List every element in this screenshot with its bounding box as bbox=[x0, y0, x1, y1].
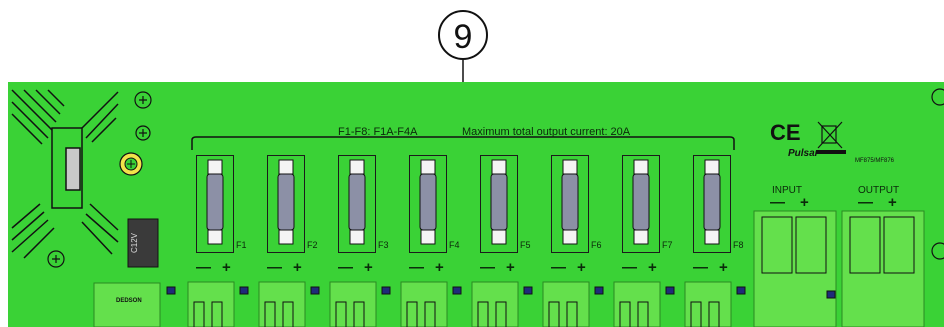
fuse-body bbox=[632, 173, 650, 231]
fuse-label: F1 bbox=[236, 240, 247, 250]
output-terminal bbox=[329, 281, 377, 327]
fuse-cap bbox=[349, 159, 365, 175]
terminal-slots bbox=[690, 301, 720, 327]
model-text: MF875/MF876 bbox=[855, 158, 895, 164]
fuse-cap bbox=[491, 229, 507, 245]
terminal-slots bbox=[335, 301, 365, 327]
output-plus: + bbox=[888, 194, 897, 211]
terminal-slots bbox=[406, 301, 436, 327]
fuse-cap bbox=[562, 229, 578, 245]
callout-number: 9 bbox=[438, 10, 488, 60]
fuse-minus: — bbox=[338, 259, 353, 276]
terminal-slots bbox=[193, 301, 223, 327]
mount-screws bbox=[47, 88, 944, 268]
fuse-body bbox=[419, 173, 437, 231]
weee-icon bbox=[817, 121, 843, 149]
status-led bbox=[665, 286, 675, 295]
fuse-label: F2 bbox=[307, 240, 318, 250]
fuse-plus: + bbox=[293, 259, 302, 276]
status-led bbox=[381, 286, 391, 295]
fuse-label: F8 bbox=[733, 240, 744, 250]
fuse-cap bbox=[633, 229, 649, 245]
output-terminal bbox=[613, 281, 661, 327]
fuse-plus: + bbox=[577, 259, 586, 276]
input-minus: — bbox=[770, 194, 785, 211]
fuse-minus: — bbox=[196, 259, 211, 276]
fuse-cap bbox=[633, 159, 649, 175]
output-terminal bbox=[258, 281, 306, 327]
terminal-slots bbox=[548, 301, 578, 327]
fuse-cap bbox=[491, 159, 507, 175]
status-led bbox=[594, 286, 604, 295]
terminal-slots bbox=[477, 301, 507, 327]
fuse-plus: + bbox=[506, 259, 515, 276]
fuse-minus: — bbox=[267, 259, 282, 276]
max-current-text: Maximum total output current: 20A bbox=[462, 126, 631, 138]
fuse-cap bbox=[704, 229, 720, 245]
output-terminal bbox=[471, 281, 519, 327]
ground-screw bbox=[119, 152, 143, 176]
fuse-cap bbox=[420, 159, 436, 175]
fuse-label: F5 bbox=[520, 240, 531, 250]
fuse-minus: — bbox=[693, 259, 708, 276]
fuse-rating-text: F1-F8: F1A-F4A bbox=[338, 126, 418, 138]
output-minus: — bbox=[858, 194, 873, 211]
fuse-minus: — bbox=[409, 259, 424, 276]
fuse-plus: + bbox=[719, 259, 728, 276]
fuse-label: F3 bbox=[378, 240, 389, 250]
status-led bbox=[523, 286, 533, 295]
fuse-label: F7 bbox=[662, 240, 673, 250]
fuse-cap bbox=[704, 159, 720, 175]
fuse-label: F6 bbox=[591, 240, 602, 250]
status-led bbox=[166, 286, 176, 295]
status-led bbox=[239, 286, 249, 295]
status-led bbox=[736, 286, 746, 295]
ce-mark: CE bbox=[770, 120, 801, 145]
fuse-body bbox=[490, 173, 508, 231]
fuse-cap bbox=[278, 229, 294, 245]
status-led bbox=[826, 290, 836, 299]
fuse-cap bbox=[349, 229, 365, 245]
fuse-body bbox=[561, 173, 579, 231]
fuse-plus: + bbox=[222, 259, 231, 276]
fuse-plus: + bbox=[648, 259, 657, 276]
output-terminal bbox=[400, 281, 448, 327]
fuse-cap bbox=[278, 159, 294, 175]
fuse-plus: + bbox=[364, 259, 373, 276]
pulsar-logo: Pulsar bbox=[788, 148, 819, 159]
input-label: INPUT bbox=[772, 185, 802, 196]
fuse-body bbox=[703, 173, 721, 231]
fuse-label: F4 bbox=[449, 240, 460, 250]
terminal-slots bbox=[264, 301, 294, 327]
fuse-minus: — bbox=[551, 259, 566, 276]
output-terminal bbox=[187, 281, 235, 327]
status-led bbox=[452, 286, 462, 295]
fuse-minus: — bbox=[622, 259, 637, 276]
fuse-cap bbox=[207, 229, 223, 245]
heatsink bbox=[11, 89, 119, 259]
output-terminal bbox=[542, 281, 590, 327]
fuse-group-bracket bbox=[191, 136, 735, 150]
fuse-body bbox=[277, 173, 295, 231]
status-led bbox=[310, 286, 320, 295]
fuse-plus: + bbox=[435, 259, 444, 276]
fuse-cap bbox=[562, 159, 578, 175]
input-plus: + bbox=[800, 194, 809, 211]
fuse-body bbox=[206, 173, 224, 231]
fuse-cap bbox=[207, 159, 223, 175]
output-label: OUTPUT bbox=[858, 185, 900, 196]
fuse-body bbox=[348, 173, 366, 231]
dedson-logo: DEDSON bbox=[116, 298, 142, 304]
terminal-slots bbox=[619, 301, 649, 327]
fuse-cap bbox=[420, 229, 436, 245]
fuse-minus: — bbox=[480, 259, 495, 276]
output-terminal bbox=[684, 281, 732, 327]
